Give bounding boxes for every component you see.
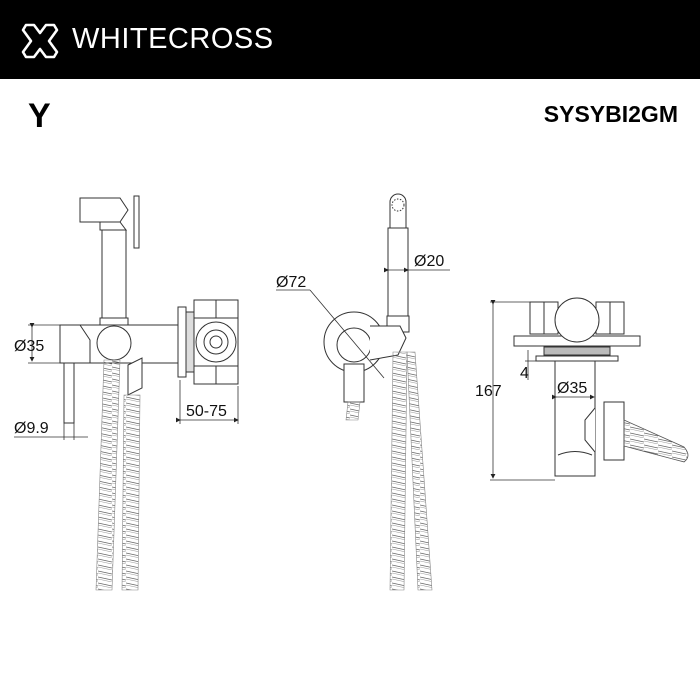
- top-handle-lever: [623, 419, 689, 463]
- header-bar: WHITECROSS: [0, 0, 700, 79]
- dim-total-height: 167: [475, 383, 502, 400]
- dim-flange-thickness: 4: [520, 365, 529, 382]
- front-dimensions: [14, 323, 239, 440]
- side-hoses: [345, 351, 433, 591]
- front-hoses: [95, 359, 141, 591]
- top-view: [513, 297, 641, 477]
- front-view: [59, 195, 239, 424]
- brand-name: WHITECROSS: [72, 23, 274, 55]
- side-dimensions: [276, 267, 450, 379]
- dim-body-diameter-top: Ø35: [557, 380, 587, 397]
- dim-hose-diameter: Ø9.9: [14, 420, 49, 437]
- dim-handle-diameter: Ø20: [414, 253, 444, 270]
- series-label: Y: [28, 97, 51, 135]
- dim-wall-depth: 50-75: [186, 403, 227, 420]
- top-dimensions: [490, 300, 595, 481]
- product-code: SYSYBI2GM: [543, 101, 678, 127]
- dim-rosette-diameter: Ø72: [276, 274, 306, 291]
- dim-body-diameter-front: Ø35: [14, 338, 44, 355]
- cross-logo-icon: [21, 23, 59, 59]
